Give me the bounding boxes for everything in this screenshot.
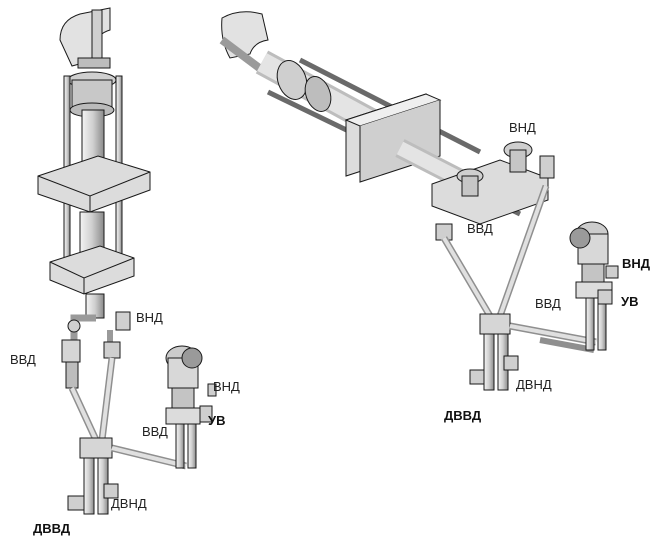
label-left-vvd-mid: ВВД <box>142 424 168 439</box>
label-right-vnd-side: ВНД <box>622 256 651 271</box>
right-transmitter <box>569 221 619 351</box>
label-left-uv: УВ <box>208 413 226 428</box>
label-left-vvd: ВВД <box>10 352 36 367</box>
label-right-vnd-top: ВНД <box>509 120 536 135</box>
label-left-vnd-right: ВНД <box>213 379 240 394</box>
label-right-uv: УВ <box>621 294 639 309</box>
label-right-dvnd: ДВНД <box>516 377 552 392</box>
label-left-dvnd: ДВНД <box>111 496 147 511</box>
left-assembly <box>37 7 217 515</box>
right-pipe-saddle <box>221 11 269 59</box>
right-assembly <box>219 11 619 391</box>
left-upper-plate <box>37 155 151 213</box>
label-right-vvd-valve: ВВД <box>467 221 493 236</box>
label-left-vnd-top: ВНД <box>136 310 163 325</box>
label-right-dvvd: ДВВД <box>444 408 482 423</box>
left-transmitter <box>165 345 217 469</box>
label-right-vvd-mid: ВВД <box>535 296 561 311</box>
label-left-dvvd: ДВВД <box>33 521 71 536</box>
left-lower-plate <box>49 245 135 295</box>
